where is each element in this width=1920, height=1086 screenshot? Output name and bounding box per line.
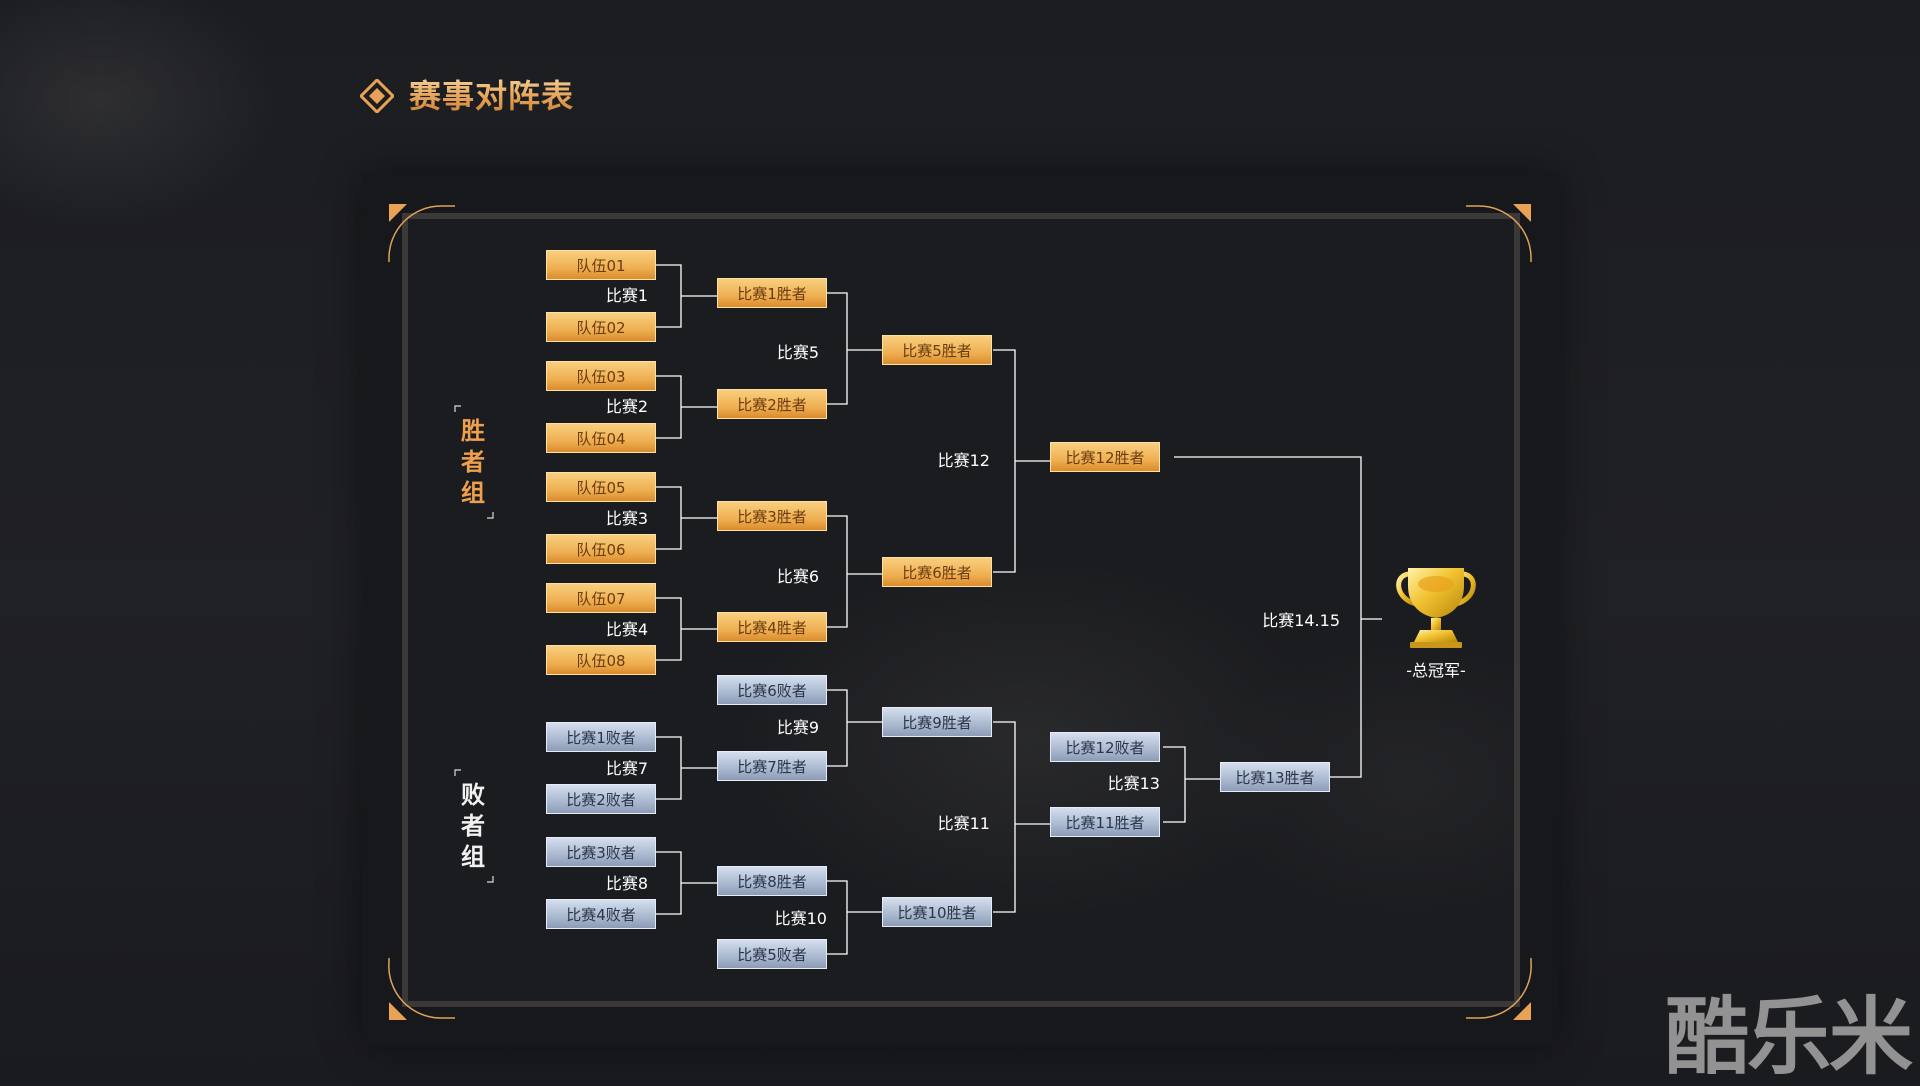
group-label-char: 胜	[461, 417, 485, 445]
match-10-winner-box: 比赛10胜者	[882, 897, 992, 927]
match-5-winner-box: 比赛5胜者	[882, 335, 992, 365]
match-label-2: 比赛2	[605, 397, 648, 416]
match-label-13: 比赛13	[1107, 774, 1160, 793]
match-label-11: 比赛11	[937, 814, 990, 833]
match-label-4: 比赛4	[605, 620, 648, 639]
group-label-losers: 败者组	[460, 780, 486, 873]
match-label-9: 比赛9	[776, 718, 819, 737]
match-8-winner-box: 比赛8胜者	[717, 866, 827, 896]
team-02-box: 队伍02	[546, 312, 656, 342]
champion-label: -总冠军-	[1406, 661, 1466, 680]
trophy-icon	[1396, 568, 1476, 648]
team-06-box: 队伍06	[546, 534, 656, 564]
match-7-winner-box: 比赛7胜者	[717, 751, 827, 781]
match-2-winner-box: 比赛2胜者	[717, 389, 827, 419]
match-4-winner-box: 比赛4胜者	[717, 612, 827, 642]
match-11-winner-box: 比赛11胜者	[1050, 807, 1160, 837]
team-03-box: 队伍03	[546, 361, 656, 391]
match-6-winner-box: 比赛6胜者	[882, 557, 992, 587]
match-5-loser-box: 比赛5败者	[717, 939, 827, 969]
diamond-icon	[360, 79, 394, 113]
match-1-winner-box: 比赛1胜者	[717, 278, 827, 308]
match-1-loser-box: 比赛1败者	[546, 722, 656, 752]
match-2-loser-box: 比赛2败者	[546, 784, 656, 814]
team-07-box: 队伍07	[546, 583, 656, 613]
group-label-char: 者	[461, 448, 485, 476]
team-01-box: 队伍01	[546, 250, 656, 280]
page-title: 赛事对阵表	[409, 74, 574, 118]
match-13-winner-box: 比赛13胜者	[1220, 762, 1330, 792]
match-label-5: 比赛5	[776, 343, 819, 362]
match-label-8: 比赛8	[605, 874, 648, 893]
group-label-char: 败	[461, 781, 485, 809]
match-label-3: 比赛3	[605, 509, 648, 528]
match-label-1: 比赛1	[605, 286, 648, 305]
match-6-loser-box: 比赛6败者	[717, 675, 827, 705]
match-label-6: 比赛6	[776, 567, 819, 586]
match-4-loser-box: 比赛4败者	[546, 899, 656, 929]
match-3-loser-box: 比赛3败者	[546, 837, 656, 867]
match-9-winner-box: 比赛9胜者	[882, 707, 992, 737]
match-label-10: 比赛10	[774, 909, 827, 928]
team-05-box: 队伍05	[546, 472, 656, 502]
match-12-loser-box: 比赛12败者	[1050, 732, 1160, 762]
group-label-char: 组	[461, 479, 485, 507]
match-label-7: 比赛7	[605, 759, 648, 778]
team-04-box: 队伍04	[546, 423, 656, 453]
match-3-winner-box: 比赛3胜者	[717, 501, 827, 531]
match-label-14-15: 比赛14.15	[1262, 611, 1340, 630]
match-label-12: 比赛12	[937, 451, 990, 470]
group-label-winners: 胜者组	[460, 416, 486, 509]
watermark-logo: 酷乐米	[1665, 988, 1913, 1086]
match-12-winner-box: 比赛12胜者	[1050, 442, 1160, 472]
team-08-box: 队伍08	[546, 645, 656, 675]
group-label-char: 者	[461, 812, 485, 840]
group-label-char: 组	[461, 843, 485, 871]
